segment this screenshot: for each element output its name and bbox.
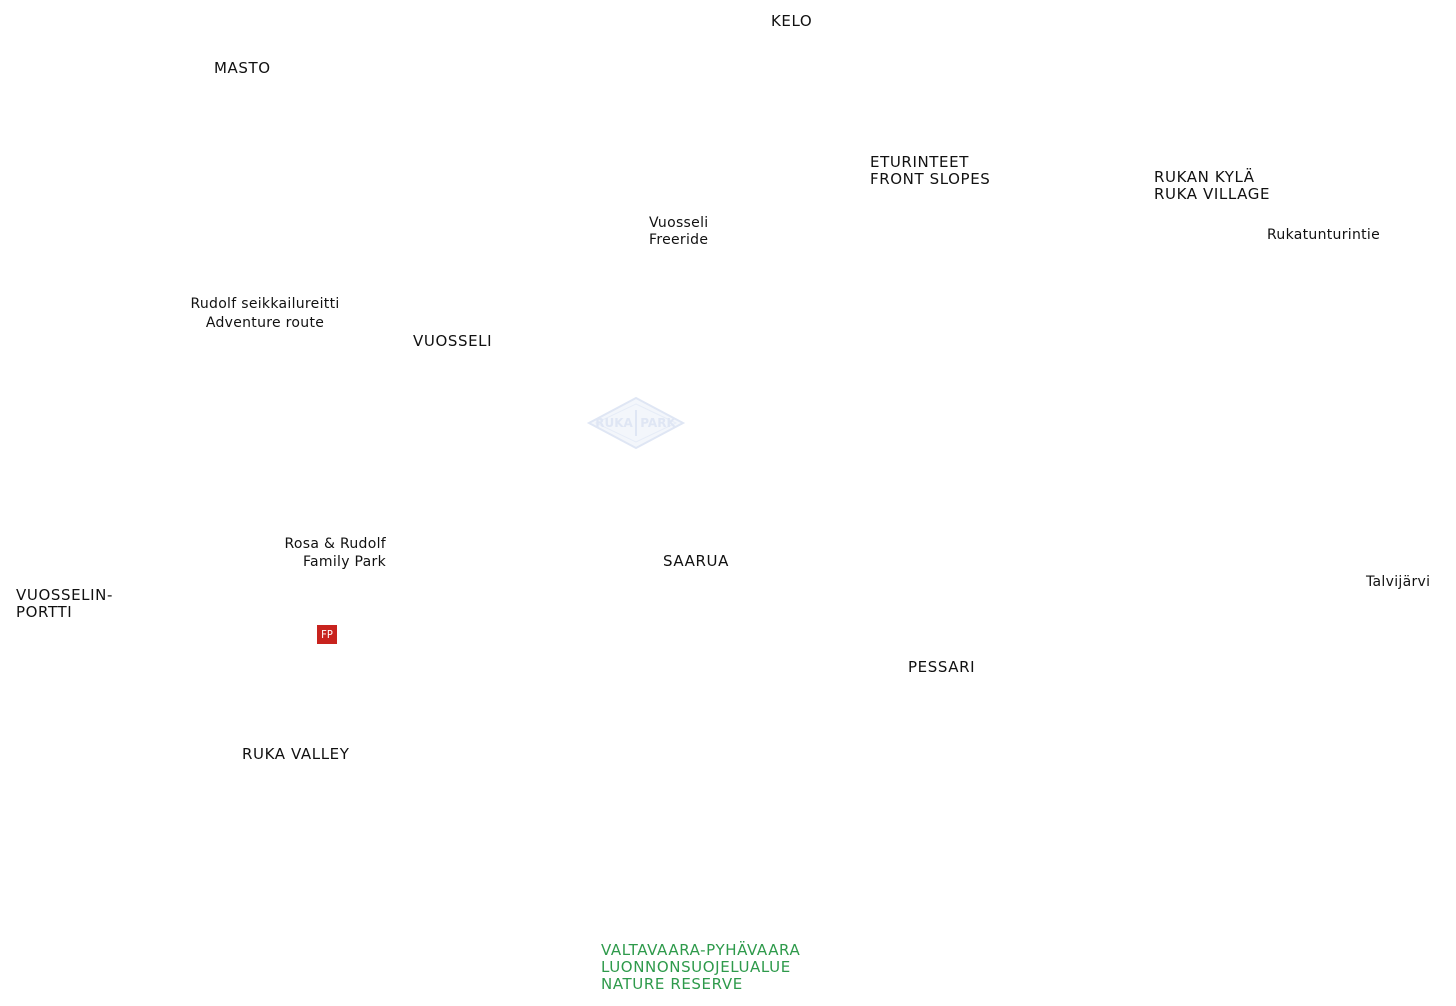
nature-reserve-label-line2: LUONNONSUOJELUALUE — [601, 958, 791, 976]
area-label-masto[interactable]: MASTO — [214, 59, 271, 77]
family-park-badge-icon[interactable]: FP — [317, 625, 337, 644]
nature-reserve-label-line3: NATURE RESERVE — [601, 975, 743, 993]
nature-reserve-label-line1: VALTAVAARA-PYHÄVAARA — [601, 941, 801, 959]
area-label-vuosselinportti-line2: PORTTI — [16, 603, 73, 621]
area-label-ruka-valley[interactable]: RUKA VALLEY — [242, 745, 350, 763]
area-label-rukan-kyla[interactable]: RUKAN KYLÄ RUKA VILLAGE — [1154, 169, 1270, 203]
area-label-saarua[interactable]: SAARUA — [663, 552, 730, 570]
area-label-eturinteet-fi: ETURINTEET — [870, 153, 969, 171]
area-label-eturinteet[interactable]: ETURINTEET FRONT SLOPES — [870, 154, 990, 188]
place-label-rudolf-route-en: Adventure route — [205, 315, 325, 331]
area-label-vuosseli[interactable]: VUOSSELI — [413, 332, 493, 350]
area-label-rukan-kyla-en: RUKA VILLAGE — [1154, 185, 1271, 203]
place-label-family-park[interactable]: Rosa & Rudolf Family Park — [266, 535, 386, 571]
area-label-eturinteet-en: FRONT SLOPES — [870, 170, 991, 188]
nature-reserve-label[interactable]: VALTAVAARA-PYHÄVAARA LUONNONSUOJELUALUE … — [601, 942, 800, 993]
place-label-vuosseli-freeride[interactable]: Vuosseli Freeride — [649, 215, 708, 249]
place-label-rukatunturintie: Rukatunturintie — [1267, 227, 1381, 243]
area-label-pessari[interactable]: PESSARI — [908, 658, 976, 676]
area-label-rukan-kyla-fi: RUKAN KYLÄ — [1154, 168, 1255, 186]
rukapark-logo[interactable]: RUKA PARK — [586, 396, 686, 450]
area-label-vuosselinportti[interactable]: VUOSSELIN- PORTTI — [16, 587, 113, 621]
place-label-rudolf-route-fi: Rudolf seikkailureitti — [190, 296, 340, 312]
place-label-family-park-line1: Rosa & Rudolf — [284, 536, 386, 552]
place-label-rudolf-adventure-route[interactable]: Rudolf seikkailureitti Adventure route — [187, 295, 343, 333]
place-label-vuosseli-freeride-line1: Vuosseli — [649, 215, 709, 231]
area-label-kelo[interactable]: KELO — [771, 12, 813, 30]
place-label-family-park-line2: Family Park — [302, 554, 386, 570]
rukapark-logo-text-left: RUKA — [595, 416, 633, 430]
place-label-talvijarvi: Talvijärvi — [1366, 574, 1431, 590]
rukapark-logo-text-right: PARK — [640, 416, 676, 430]
place-label-vuosseli-freeride-line2: Freeride — [649, 232, 709, 248]
area-label-vuosselinportti-line1: VUOSSELIN- — [16, 586, 113, 604]
